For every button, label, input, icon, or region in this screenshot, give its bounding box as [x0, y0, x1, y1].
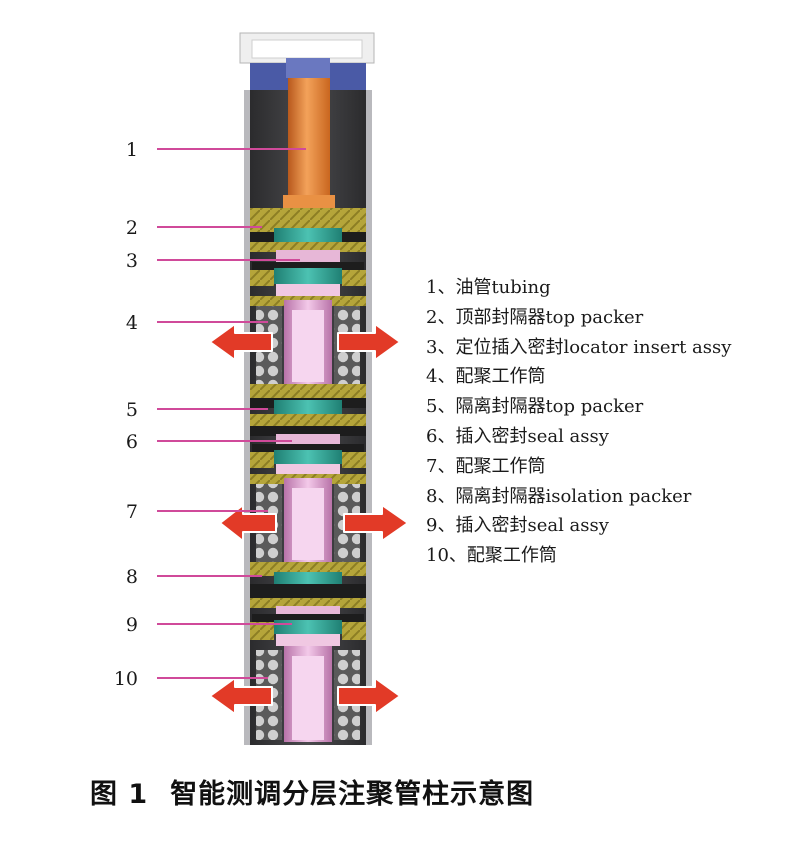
legend-item: 1、油管tubing — [426, 277, 551, 298]
legend-item: 2、顶部封隔器top packer — [426, 306, 644, 328]
arrow-right-1 — [337, 323, 401, 361]
callout-8: 8 — [126, 566, 138, 588]
legend-item: 8、隔离封隔器isolation packer — [426, 485, 692, 507]
legend-item: 5、隔离封隔器top packer — [426, 396, 644, 418]
callout-6: 6 — [126, 431, 138, 453]
callout-9: 9 — [126, 614, 138, 636]
legend-item: 10、配聚工作筒 — [426, 545, 557, 567]
injection-mandrel-2 — [250, 474, 366, 576]
arrow-right-3 — [337, 677, 401, 715]
callout-4: 4 — [126, 312, 138, 334]
leader-lines — [157, 148, 306, 679]
legend-item: 7、配聚工作筒 — [426, 455, 546, 477]
legend-item: 4、配聚工作筒 — [426, 366, 546, 388]
callout-3: 3 — [126, 250, 138, 272]
callout-numbers: 1 2 3 4 5 6 7 8 9 10 — [114, 139, 138, 690]
legend-item: 3、定位插入密封locator insert assy — [426, 336, 732, 358]
isolation-packer-2 — [250, 572, 366, 608]
injection-mandrel-3 — [256, 646, 360, 742]
callout-2: 2 — [126, 217, 138, 239]
arrow-right-2 — [343, 504, 409, 542]
injection-arrows — [209, 323, 409, 715]
figure-number: 图 1 — [90, 779, 149, 810]
seal-assy-1 — [250, 434, 366, 476]
arrow-left-1 — [209, 323, 273, 361]
top-wellhead — [239, 32, 375, 91]
callout-5: 5 — [126, 399, 138, 421]
figure-caption: 图 1 智能测调分层注聚管柱示意图 — [90, 772, 534, 811]
top-packer — [250, 208, 366, 252]
callout-10: 10 — [114, 668, 138, 690]
callout-7: 7 — [126, 501, 138, 523]
component-legend: 1、油管tubing 2、顶部封隔器top packer 3、定位插入密封loc… — [426, 273, 792, 571]
arrow-left-2 — [219, 504, 277, 542]
legend-item: 6、插入密封seal assy — [426, 425, 609, 447]
seal-assy-2 — [250, 606, 366, 646]
figure-title: 智能测调分层注聚管柱示意图 — [170, 779, 535, 810]
arrow-left-3 — [209, 677, 273, 715]
isolation-packer-1 — [250, 398, 366, 436]
callout-1: 1 — [126, 139, 138, 161]
legend-item: 9、插入密封seal assy — [426, 515, 609, 537]
